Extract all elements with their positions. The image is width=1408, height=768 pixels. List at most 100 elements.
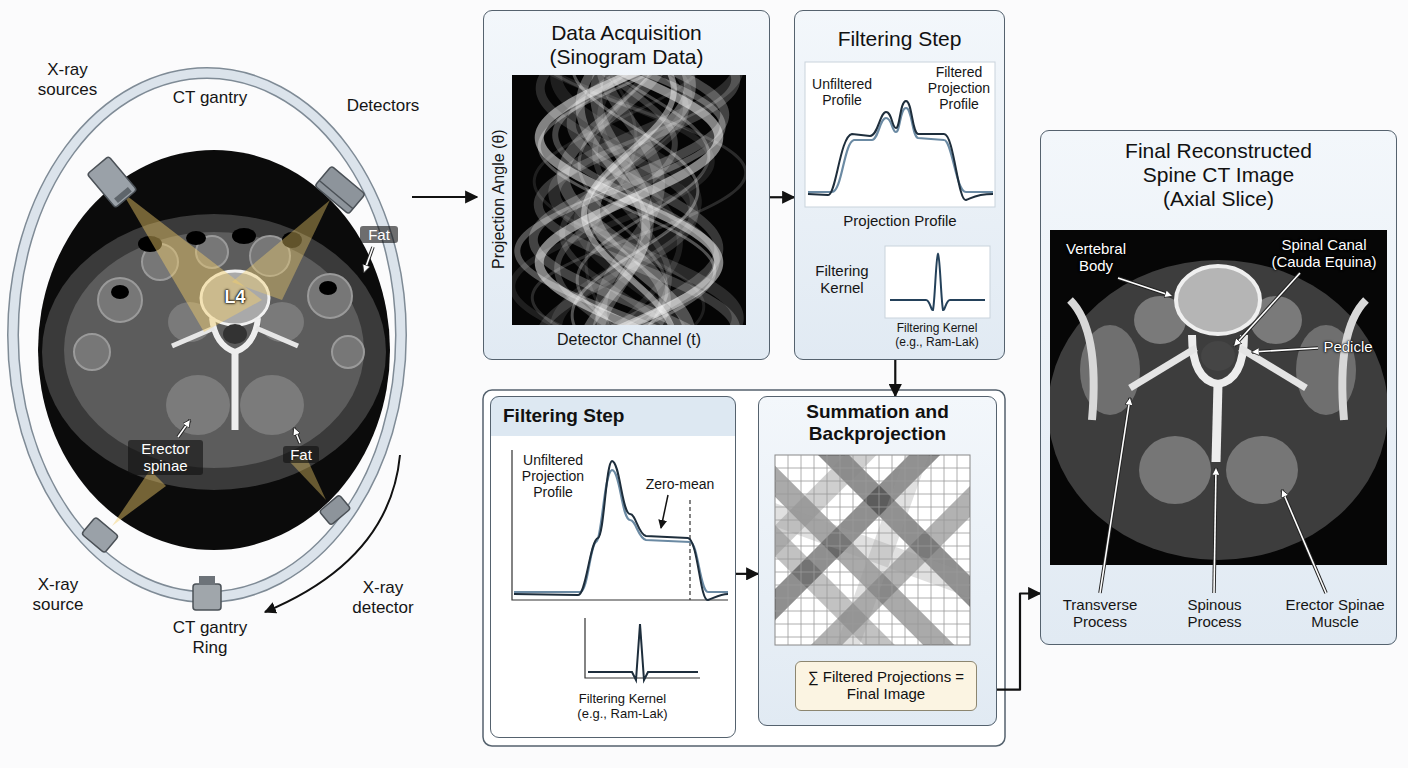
tissue-label: Fat xyxy=(360,226,398,243)
zero-line xyxy=(689,500,690,600)
grid-line xyxy=(775,533,970,534)
x-ray-tube xyxy=(114,187,132,203)
plot-axes xyxy=(512,450,728,600)
detector-array xyxy=(315,166,365,214)
plot-caption: Filtering Kernel (e.g., Ram-Lak) xyxy=(883,322,991,350)
panel-title: Summation and Backprojection xyxy=(778,401,978,445)
leader-line xyxy=(1214,468,1216,593)
flow-arrow xyxy=(412,196,477,198)
filtered-curve xyxy=(808,101,993,200)
x-ray-tube xyxy=(87,156,137,208)
grid-line xyxy=(892,455,893,645)
plot-area xyxy=(885,246,990,318)
panel-title: ∑ Filtered Projections = Final Image xyxy=(804,668,969,703)
ct-slice xyxy=(42,214,386,490)
part-label: Detectors xyxy=(338,96,428,116)
leader-line xyxy=(1282,490,1326,593)
plot-caption: Filtering Kernel (e.g., Ram-Lak) xyxy=(565,692,680,722)
bowel-loop xyxy=(74,334,110,370)
curve-label: Unfiltered Profile xyxy=(806,76,878,108)
grid-line xyxy=(866,455,867,645)
gantry-unit xyxy=(193,584,221,610)
ct-image xyxy=(1050,260,1387,560)
panel-fill xyxy=(794,10,1005,360)
transverse-process xyxy=(1130,348,1196,388)
panel-box: Filtering Step xyxy=(794,10,1005,360)
flow-arrow xyxy=(736,573,758,575)
sinogram-trace xyxy=(584,75,674,325)
axis-label: Detector Channel (t) xyxy=(512,331,746,349)
formula-box: ∑ Filtered Projections = Final Image xyxy=(795,661,977,711)
tissue-label: Erector spinae xyxy=(128,440,203,475)
erector-spinae xyxy=(1226,436,1298,504)
panel-title: Final Reconstructed Spine CT Image (Axia… xyxy=(1119,139,1319,211)
flow-arrow xyxy=(770,196,794,198)
grid-line xyxy=(957,455,958,645)
part-label: X-ray source xyxy=(18,575,98,614)
grid-line xyxy=(853,455,854,645)
anatomy-label: Spinous Process xyxy=(1172,596,1257,631)
erector-spinae xyxy=(240,375,304,435)
leader-line xyxy=(1252,348,1318,352)
leader-line xyxy=(1118,278,1172,296)
panel-box: Final Reconstructed Spine CT Image (Axia… xyxy=(1040,130,1397,645)
leader-line xyxy=(294,428,300,443)
bowel-gas xyxy=(319,281,337,295)
panel-title: Data Acquisition (Sinogram Data) xyxy=(527,21,727,69)
bowel-loop xyxy=(332,336,364,368)
detector-array xyxy=(315,166,365,214)
leader-line xyxy=(364,247,373,272)
spinous-process xyxy=(1216,384,1218,462)
panel-box: Summation and Backprojection ∑ Filtered P… xyxy=(758,396,997,726)
fat-layer xyxy=(42,214,386,490)
level-label: L4 xyxy=(215,287,255,308)
backprojection-grid xyxy=(775,455,970,645)
transverse-process xyxy=(1240,348,1306,388)
panel-box: Data Acquisition (Sinogram Data) xyxy=(483,10,770,360)
vertebral-body xyxy=(1176,266,1260,334)
leader-line xyxy=(1234,273,1300,346)
backprojection-strips xyxy=(775,455,970,645)
grid-line xyxy=(905,455,906,645)
leader-line xyxy=(178,420,190,437)
grid-line xyxy=(775,637,970,638)
grid-line xyxy=(775,598,970,599)
iliac-wing xyxy=(1342,300,1366,420)
gantry-unit xyxy=(199,576,215,585)
projection-strip xyxy=(813,455,950,645)
axis-label: Projection Angle (θ) xyxy=(490,89,508,309)
bowel-gas xyxy=(232,228,256,244)
panel-fill xyxy=(1040,130,1397,645)
leader-line xyxy=(1234,273,1300,346)
panel-fill xyxy=(483,10,770,360)
grid-line xyxy=(918,455,919,645)
anatomy-label: Vertebral Body xyxy=(1056,240,1136,275)
part-label: CT gantry Ring xyxy=(165,618,255,657)
plot-area xyxy=(805,62,995,207)
part-label: X-ray sources xyxy=(25,60,110,99)
leader-line xyxy=(178,420,190,437)
erector-spinae xyxy=(166,375,230,435)
leader-line xyxy=(1282,490,1326,593)
plot-caption: Filtering Kernel xyxy=(806,262,878,297)
gantry-unit xyxy=(193,576,221,610)
curve-label: Zero-mean xyxy=(640,476,720,492)
bowel-gas xyxy=(111,285,129,299)
sinogram-trace xyxy=(512,75,711,325)
leader-line xyxy=(661,495,668,528)
curve-label: Unfiltered Projection Profile xyxy=(516,452,590,500)
erector-spinae xyxy=(1139,436,1211,504)
kernel-curve xyxy=(890,254,985,310)
grid-line xyxy=(775,481,970,482)
grid-line xyxy=(775,559,970,560)
leader-line xyxy=(364,247,373,272)
leader-line xyxy=(1100,398,1130,593)
grid-line xyxy=(775,507,970,508)
grid-line xyxy=(775,494,970,495)
x-ray-beam xyxy=(112,470,166,526)
x-ray-beam xyxy=(232,200,330,300)
bowel-loop xyxy=(98,278,142,322)
detector-array xyxy=(319,495,350,526)
grid-line xyxy=(775,520,970,521)
detector-array xyxy=(319,495,350,526)
